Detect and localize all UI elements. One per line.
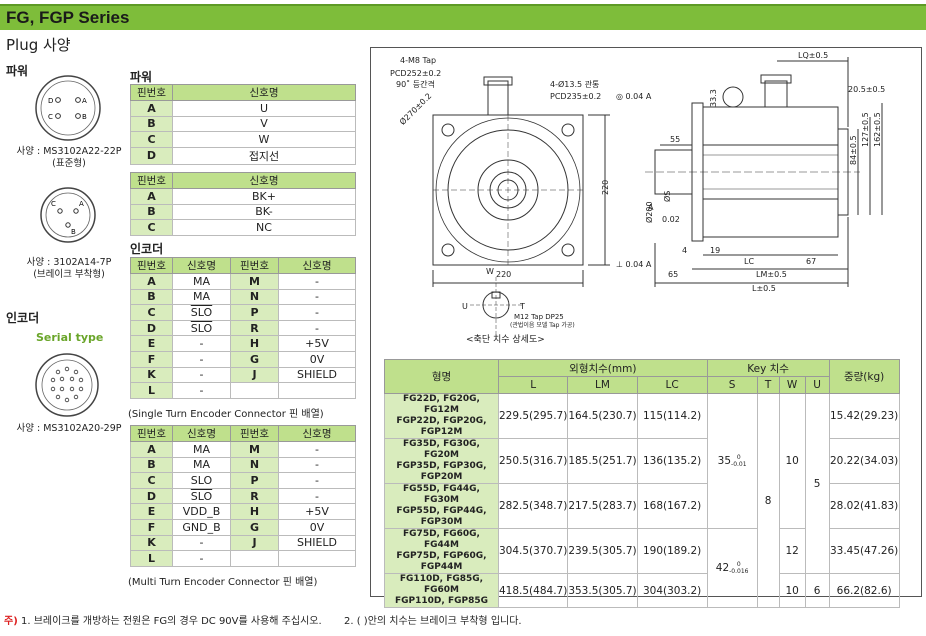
brake-pin-c: C <box>51 200 56 208</box>
dim-19: 19 <box>710 246 720 255</box>
power-connector-caption: 사양 : MS3102A22-22P (표준형) <box>16 146 122 169</box>
encoder-connector-caption: 사양 : MS3102A20-29P <box>16 423 122 434</box>
shaft-detail-caption: <축단 치수 상세도> <box>466 333 545 345</box>
tolerance-a-label: A <box>648 203 654 212</box>
dim-lm: LM±0.5 <box>756 270 787 279</box>
dim-33-3: 33.3 <box>709 89 718 107</box>
table-row: FG35D, FG30G, FG20M FGP35D, FGP30G, FGP2… <box>384 438 900 484</box>
encoder-label: 인코더 <box>6 311 40 325</box>
dim-pcd252: PCD252±0.2 <box>390 69 441 78</box>
page-subtitle: Plug 사양 <box>6 36 71 54</box>
serial-type-label: Serial type <box>36 331 104 344</box>
motor-drawing: 4-M8 Tap PCD252±0.2 90˚ 등간격 Ø270±0.2 4-Ø… <box>390 51 885 345</box>
dim-162: 162±0.5 <box>873 112 882 147</box>
dim-m8-tap: 4-M8 Tap <box>400 56 436 65</box>
power-pin-d: D <box>48 97 53 105</box>
tolerance-perpendicular: ⊥ 0.04 A <box>616 260 652 269</box>
dim-84: 84±0.5 <box>849 135 858 165</box>
dim-220-h: 220 <box>496 270 511 279</box>
brake-pin-b: B <box>71 228 76 236</box>
encoder-connector-image <box>35 353 99 417</box>
power-pin-a: A <box>82 97 87 105</box>
dim-d200: Ø200 <box>644 201 654 223</box>
dim-lc: LC <box>744 257 754 266</box>
table-row: FG22D, FG20G, FG12M FGP22D, FGP20G, FGP1… <box>384 393 900 608</box>
dim-4: 4 <box>682 246 687 255</box>
power-pin-b: B <box>82 113 87 121</box>
dim-lq: LQ±0.5 <box>798 51 828 60</box>
dim-d270: Ø270±0.2 <box>397 91 433 127</box>
encoder-table-title: 인코더 <box>130 242 164 256</box>
dim-55: 55 <box>670 135 680 144</box>
brake-connector-caption: 사양 : 3102A14-7P (브레이크 부착형) <box>26 257 112 280</box>
dim-67: 67 <box>806 257 816 266</box>
dim-m12-sub: (관법이음 모델 Tap 가공) <box>510 321 575 329</box>
spec-table: 형명 외형치수(mm) Key 치수 중량(kg) L LM LC S T W … <box>384 359 900 608</box>
brake-connector-image: C A B <box>40 187 96 243</box>
power-connector-image: D A C B <box>35 75 101 141</box>
dim-pcd235: PCD235±0.2 <box>550 92 601 101</box>
dim-65: 65 <box>668 270 678 279</box>
footer-prefix: 주) <box>4 616 18 627</box>
power-table-title: 파워 <box>130 70 153 84</box>
dim-l: L±0.5 <box>752 284 776 293</box>
power-pin-c: C <box>48 113 53 121</box>
multi-turn-caption: (Multi Turn Encoder Connector 핀 배열) <box>128 577 318 588</box>
dim-deg90: 90˚ 등간격 <box>396 79 435 89</box>
dim-127: 127±0.5 <box>861 112 870 147</box>
dim-220-v: 220 <box>601 180 610 195</box>
title-bar: FG, FGP Series <box>0 4 926 30</box>
footer-note-2: 2. ( )안의 치수는 브레이크 부착형 입니다. <box>344 616 522 627</box>
footer-note-1: 주) 1. 브레이크를 개방하는 전원은 FG의 경우 DC 90V를 사용해 … <box>4 616 322 627</box>
dim-t: T <box>519 302 525 311</box>
page-title: FG, FGP Series <box>6 8 130 27</box>
table-row: E-H+5V <box>130 335 356 352</box>
table-row: L- <box>130 382 356 399</box>
dim-m12-tap: M12 Tap DP25 <box>514 313 564 321</box>
brake-pin-a: A <box>79 200 84 208</box>
dim-ds: ØS <box>662 191 672 202</box>
dim-u: U <box>462 302 468 311</box>
tolerance-runout: 0.02 <box>662 215 680 224</box>
power-label: 파워 <box>6 64 29 78</box>
single-turn-caption: (Single Turn Encoder Connector 핀 배열) <box>128 409 324 420</box>
table-row: FG110D, FG85G, FG60M FGP110D, FGP85G 418… <box>384 573 900 608</box>
tolerance-concentricity: ◎ 0.04 A <box>616 92 652 101</box>
dim-20-5: 20.5±0.5 <box>848 85 885 94</box>
table-row: L- <box>130 550 356 567</box>
dim-d135: 4-Ø13.5 관통 <box>550 79 599 89</box>
dim-w: W <box>486 267 494 276</box>
